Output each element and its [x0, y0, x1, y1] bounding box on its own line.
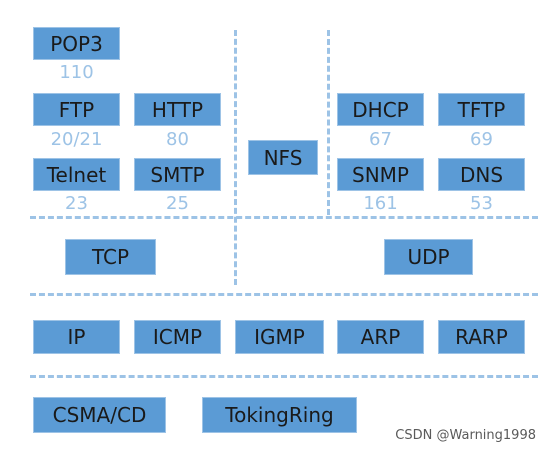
igmp-box: IGMP [235, 320, 324, 354]
csmacd-box: CSMA/CD [33, 397, 166, 433]
tftp-port: 69 [470, 129, 493, 150]
pop3-box: POP3 [33, 27, 120, 60]
dns-port: 53 [470, 193, 493, 214]
tokingring-box: TokingRing [202, 397, 357, 433]
http-port: 80 [166, 129, 189, 150]
rarp-box: RARP [438, 320, 525, 354]
divider-application-transport [30, 216, 538, 219]
telnet-port: 23 [65, 193, 88, 214]
smtp-box: SMTP [134, 158, 221, 191]
icmp-box: ICMP [134, 320, 221, 354]
telnet-box: Telnet [33, 158, 120, 191]
pop3-port: 110 [59, 62, 94, 83]
divider-network-link [30, 375, 538, 378]
dhcp-box: DHCP [337, 93, 424, 126]
divider-tcp-nfs [234, 30, 237, 285]
ftp-box: FTP [33, 93, 120, 126]
nfs-box: NFS [248, 140, 318, 175]
udp-box: UDP [384, 239, 473, 275]
watermark: CSDN @Warning1998 [395, 428, 536, 443]
tcp-box: TCP [65, 239, 156, 275]
divider-nfs-udp [327, 30, 330, 215]
http-box: HTTP [134, 93, 221, 126]
arp-box: ARP [337, 320, 424, 354]
snmp-port: 161 [363, 193, 398, 214]
snmp-box: SNMP [337, 158, 424, 191]
tftp-box: TFTP [438, 93, 525, 126]
smtp-port: 25 [166, 193, 189, 214]
dns-box: DNS [438, 158, 525, 191]
dhcp-port: 67 [369, 129, 392, 150]
ip-box: IP [33, 320, 120, 354]
ftp-port: 20/21 [50, 129, 103, 150]
divider-transport-network [30, 293, 538, 296]
